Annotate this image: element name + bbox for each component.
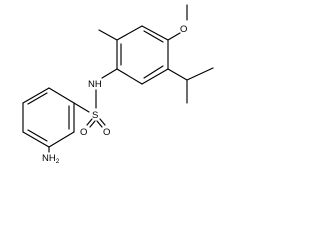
sulfonyl-double-bond-right-b (96, 120, 103, 128)
methoxy-oxygen-label: O (180, 24, 187, 35)
amine-subscript: 2 (56, 158, 60, 165)
sulfonyl-double-bond-left-a (86, 118, 93, 126)
molecule-structure: O NH S O O NH2 (22, 4, 214, 165)
methoxy-c-o-bond (167, 32, 181, 41)
sulfonyl-oxygen-right-label: O (103, 127, 110, 138)
nh-label: NH (88, 79, 102, 90)
sulfonyl-double-bond-left-b (89, 120, 96, 128)
lower-benzene-ring (22, 87, 75, 148)
isopropyl-group (167, 67, 214, 104)
sulfur-label: S (92, 110, 98, 121)
upper-benzene-ring (116, 25, 169, 85)
sulfonyl-double-bond-right-a (99, 118, 106, 126)
sulfonyl-oxygen-left-label: O (80, 127, 87, 138)
ring-to-nh-bond (101, 68, 118, 79)
amine-label: NH2 (42, 153, 60, 165)
methyl-bond (98, 29, 118, 41)
sulfur-to-ring-bond (73, 102, 90, 113)
amine-nh-text: NH (42, 153, 56, 164)
